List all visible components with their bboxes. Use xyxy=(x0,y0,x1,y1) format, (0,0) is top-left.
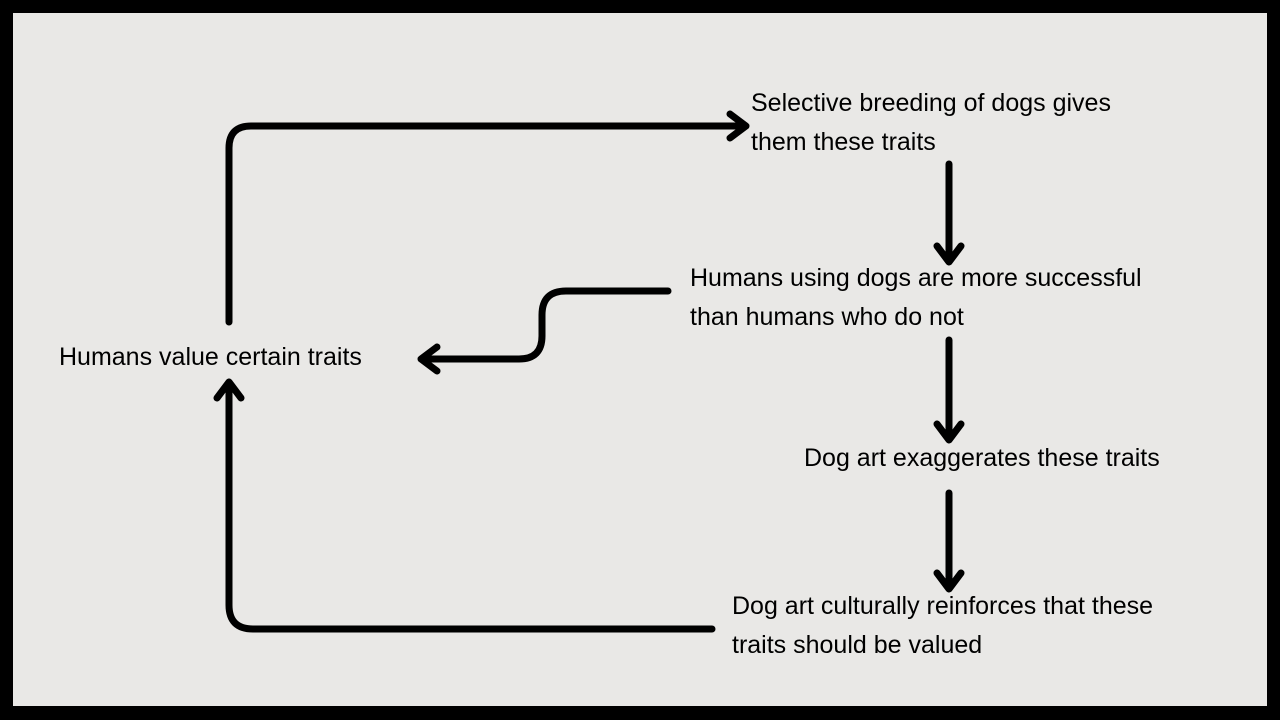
edge-humans-successful-to-humans-value xyxy=(419,287,672,363)
node-text-line: Dog art culturally reinforces that these xyxy=(732,592,1154,620)
arrowhead-humans-value-left xyxy=(417,343,441,375)
edge-humans-value-to-selective-breeding xyxy=(225,122,748,326)
node-text-line: Humans using dogs are more successful xyxy=(690,264,1142,292)
node-humans-successful: Humans using dogs are more successful th… xyxy=(690,259,1142,337)
node-text-line: than humans who do not xyxy=(690,303,964,331)
node-text-line: them these traits xyxy=(751,128,936,156)
node-art-reinforces: Dog art culturally reinforces that these… xyxy=(732,587,1153,665)
node-art-exaggerates: Dog art exaggerates these traits xyxy=(804,439,1160,478)
node-text-line: traits should be valued xyxy=(732,631,983,659)
arrowhead-selective-breeding xyxy=(726,110,750,142)
arrowhead-humans-successful xyxy=(933,242,965,266)
node-text-line: Humans value certain traits xyxy=(59,343,362,371)
node-text-line: Dog art exaggerates these traits xyxy=(804,444,1160,472)
node-text-line: Selective breeding of dogs gives xyxy=(751,89,1111,117)
arrowhead-art-exaggerates xyxy=(933,420,965,444)
arrowhead-humans-value-bottom xyxy=(213,378,245,402)
arrowhead-art-reinforces xyxy=(933,569,965,593)
node-selective-breeding: Selective breeding of dogs gives them th… xyxy=(751,84,1111,162)
node-humans-value: Humans value certain traits xyxy=(59,338,362,377)
edge-art-reinforces-to-humans-value xyxy=(225,380,716,633)
